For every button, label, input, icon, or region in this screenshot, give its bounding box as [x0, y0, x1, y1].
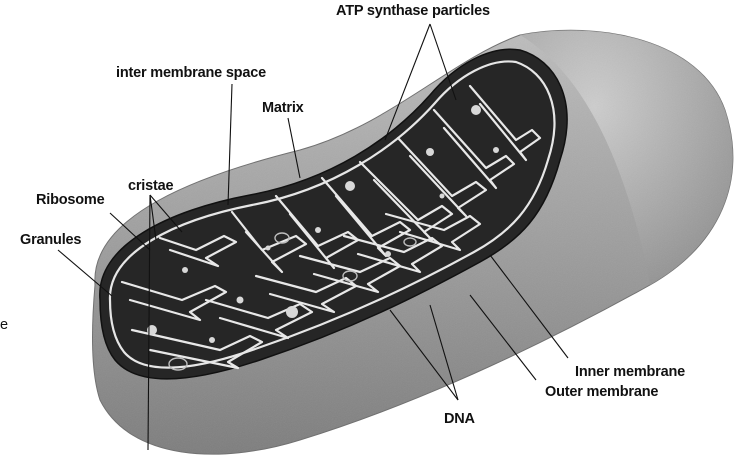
label-ribosome: Ribosome: [36, 193, 105, 208]
label-inner-membrane: Inner membrane: [575, 365, 685, 380]
label-atp-synthase-particles: ATP synthase particles: [336, 4, 490, 19]
label-matrix: Matrix: [262, 101, 304, 116]
label-stray-mark: e: [0, 318, 8, 333]
label-inter-membrane-space: inter membrane space: [116, 66, 266, 81]
label-outer-membrane: Outer membrane: [545, 385, 658, 400]
label-granules: Granules: [20, 233, 81, 248]
label-dna: DNA: [444, 412, 475, 427]
label-cristae: cristae: [128, 179, 173, 194]
